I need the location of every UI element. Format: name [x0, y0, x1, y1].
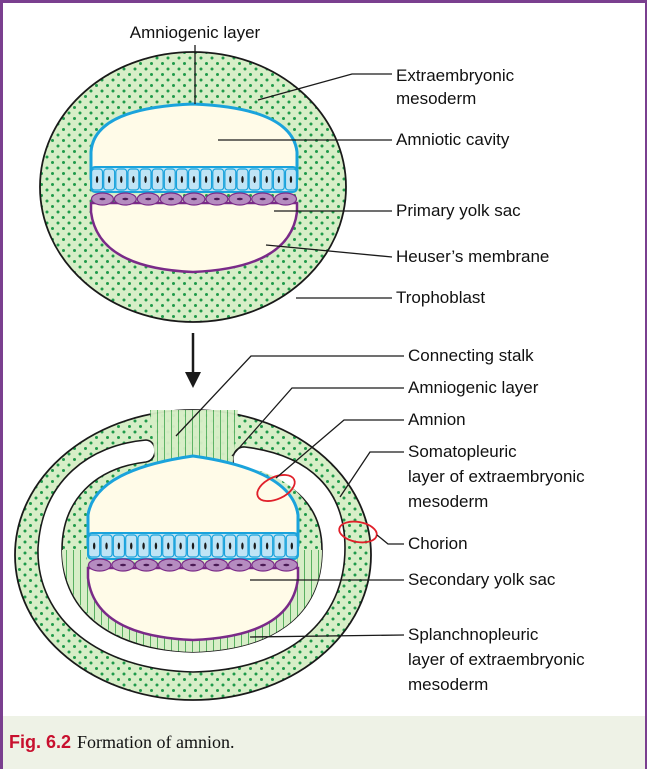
cell-nucleus [132, 176, 134, 183]
cell-nucleus [266, 176, 268, 183]
cell-nucleus [155, 543, 157, 550]
label-splanchnopleuric-2: layer of extraembryonic [408, 650, 585, 669]
label-somatopleuric-3: mesoderm [408, 492, 488, 511]
cell-nucleus [283, 564, 289, 567]
cell-nucleus [241, 176, 243, 183]
label-splanchnopleuric-3: mesoderm [408, 675, 488, 694]
cell-nucleus [108, 176, 110, 183]
cell-nucleus [290, 176, 292, 183]
cell-nucleus [169, 176, 171, 183]
cell-nucleus [97, 564, 103, 567]
cell-nucleus [260, 564, 266, 567]
cell-nucleus [120, 176, 122, 183]
cell-nucleus [241, 543, 243, 550]
cell-nucleus [120, 564, 126, 567]
top-diagram [40, 52, 346, 322]
cell-nucleus [181, 176, 183, 183]
cell-nucleus [229, 543, 231, 550]
epiblast-cells [92, 169, 297, 190]
cell-nucleus [205, 176, 207, 183]
cell-nucleus [93, 543, 95, 550]
bottom-diagram [15, 410, 378, 700]
cell-nucleus [278, 543, 280, 550]
leader-chorion [377, 535, 404, 544]
cell-nucleus [99, 198, 105, 201]
label-extraembryonic-2: mesoderm [396, 89, 476, 108]
label-amniogenic-layer-bottom: Amniogenic layer [408, 378, 539, 397]
label-connecting-stalk: Connecting stalk [408, 346, 534, 365]
cell-nucleus [144, 176, 146, 183]
cell-nucleus [105, 543, 107, 550]
cell-nucleus [213, 564, 219, 567]
cell-nucleus [266, 543, 268, 550]
hypoblast-cells [92, 193, 297, 205]
cell-nucleus [167, 543, 169, 550]
cell-nucleus [143, 564, 149, 567]
amnion-formation-diagram: Amniogenic layer Extraembryonic mesoderm… [0, 0, 647, 716]
cell-nucleus [254, 543, 256, 550]
caption-text: Formation of amnion. [77, 732, 234, 752]
cell-nucleus [193, 176, 195, 183]
label-chorion: Chorion [408, 534, 468, 553]
cell-nucleus [179, 543, 181, 550]
cell-nucleus [214, 198, 220, 201]
cell-nucleus [217, 543, 219, 550]
cell-nucleus [190, 564, 196, 567]
cell-nucleus [253, 176, 255, 183]
label-splanchnopleuric-1: Splanchnopleuric [408, 625, 539, 644]
cell-nucleus [192, 543, 194, 550]
cell-nucleus [118, 543, 120, 550]
cell-nucleus [278, 176, 280, 183]
cell-nucleus [283, 198, 289, 201]
cell-nucleus [142, 543, 144, 550]
cell-nucleus [130, 543, 132, 550]
cell-nucleus [156, 176, 158, 183]
cell-nucleus [237, 198, 243, 201]
cell-nucleus [145, 198, 151, 201]
label-primary-yolk-sac: Primary yolk sac [396, 201, 521, 220]
cell-nucleus [229, 176, 231, 183]
cell-nucleus [260, 198, 266, 201]
cell-nucleus [217, 176, 219, 183]
label-amniogenic-layer-top: Amniogenic layer [130, 23, 261, 42]
epiblast-cells-bottom [89, 535, 298, 557]
cell-nucleus [96, 176, 98, 183]
cell-nucleus [167, 564, 173, 567]
label-somatopleuric-1: Somatopleuric [408, 442, 517, 461]
down-arrow [185, 333, 201, 388]
label-extraembryonic-1: Extraembryonic [396, 66, 515, 85]
hypoblast-cells-bottom [89, 559, 298, 571]
label-trophoblast: Trophoblast [396, 288, 485, 307]
figure-number: Fig. 6.2 [9, 732, 71, 752]
cell-nucleus [291, 543, 293, 550]
label-somatopleuric-2: layer of extraembryonic [408, 467, 585, 486]
cell-nucleus [191, 198, 197, 201]
cell-nucleus [237, 564, 243, 567]
label-amnion: Amnion [408, 410, 466, 429]
cell-nucleus [122, 198, 128, 201]
label-secondary-yolk-sac: Secondary yolk sac [408, 570, 556, 589]
cell-nucleus [204, 543, 206, 550]
figure-caption: Fig. 6.2 Formation of amnion. [3, 716, 645, 769]
label-heusers-membrane: Heuser’s membrane [396, 247, 549, 266]
label-amniotic-cavity: Amniotic cavity [396, 130, 510, 149]
cell-nucleus [168, 198, 174, 201]
